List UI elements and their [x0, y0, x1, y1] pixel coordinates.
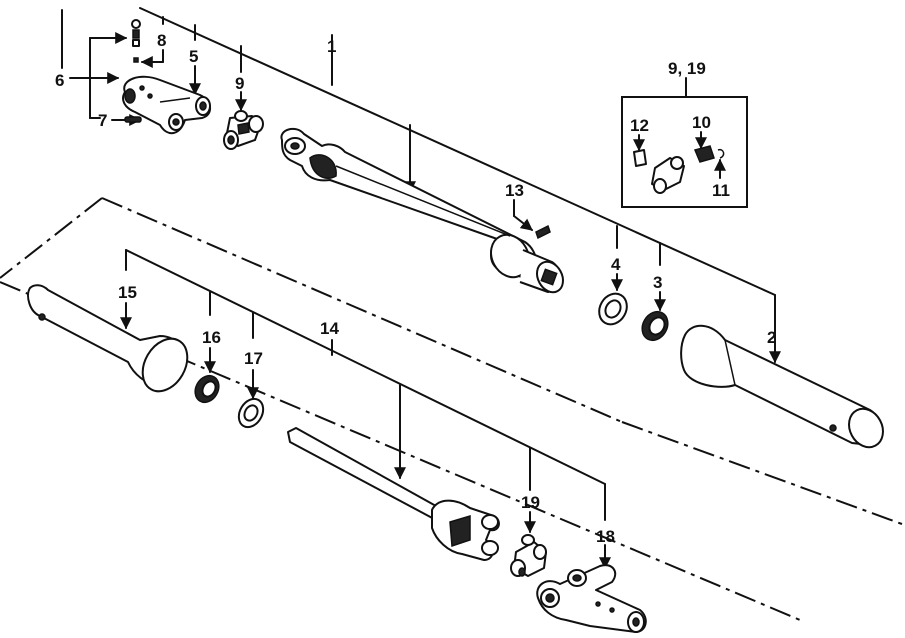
seal-ring-17-part: [237, 397, 265, 429]
universal-joint-19-part: [510, 534, 547, 577]
callout-8: 8: [157, 31, 166, 50]
callout-12: 12: [630, 116, 649, 135]
slip-yoke-18-part: [536, 564, 647, 633]
outer-tube-2-part: [680, 324, 884, 449]
callout-18: 18: [596, 527, 615, 546]
callout-1: 1: [327, 37, 336, 56]
callout-9: 9: [235, 74, 244, 93]
callout-2: 2: [767, 328, 776, 347]
callout-16: 16: [202, 328, 221, 347]
callout-5: 5: [189, 47, 198, 66]
callout-17: 17: [244, 349, 263, 368]
inset-box: [621, 77, 748, 208]
tapered-tube-15-part: [27, 284, 189, 393]
callout-labels: 1 2 3 4 5 6 7 8 9 9, 19 10 11 12 13 14 1…: [55, 31, 776, 546]
callout-4: 4: [611, 255, 621, 274]
nut-16-part: [194, 374, 220, 404]
splined-shaft-14-part: [287, 427, 500, 561]
callout-13: 13: [505, 181, 524, 200]
item-6-bracket: [61, 9, 128, 119]
lower-assembly-leaders: [120, 249, 611, 570]
seal-ring-4-part: [598, 292, 628, 326]
callout-3: 3: [653, 273, 662, 292]
bolt-part: [124, 116, 142, 123]
callout-6: 6: [55, 71, 64, 90]
nut-3-part: [641, 310, 669, 342]
callout-10: 10: [692, 113, 711, 132]
callout-19: 19: [521, 493, 540, 512]
slip-yoke-part: [122, 75, 211, 135]
callout-11: 11: [712, 181, 730, 200]
callout-14: 14: [320, 319, 339, 338]
propeller-shaft-part: [280, 127, 564, 294]
grease-fitting-part: [131, 19, 141, 63]
fitting-13-part: [535, 224, 551, 240]
universal-joint-part: [223, 110, 264, 150]
callout-7: 7: [98, 111, 107, 130]
callout-15: 15: [118, 283, 137, 302]
callout-9-19: 9, 19: [668, 59, 706, 78]
upper-assembly-leaders: [139, 7, 781, 364]
